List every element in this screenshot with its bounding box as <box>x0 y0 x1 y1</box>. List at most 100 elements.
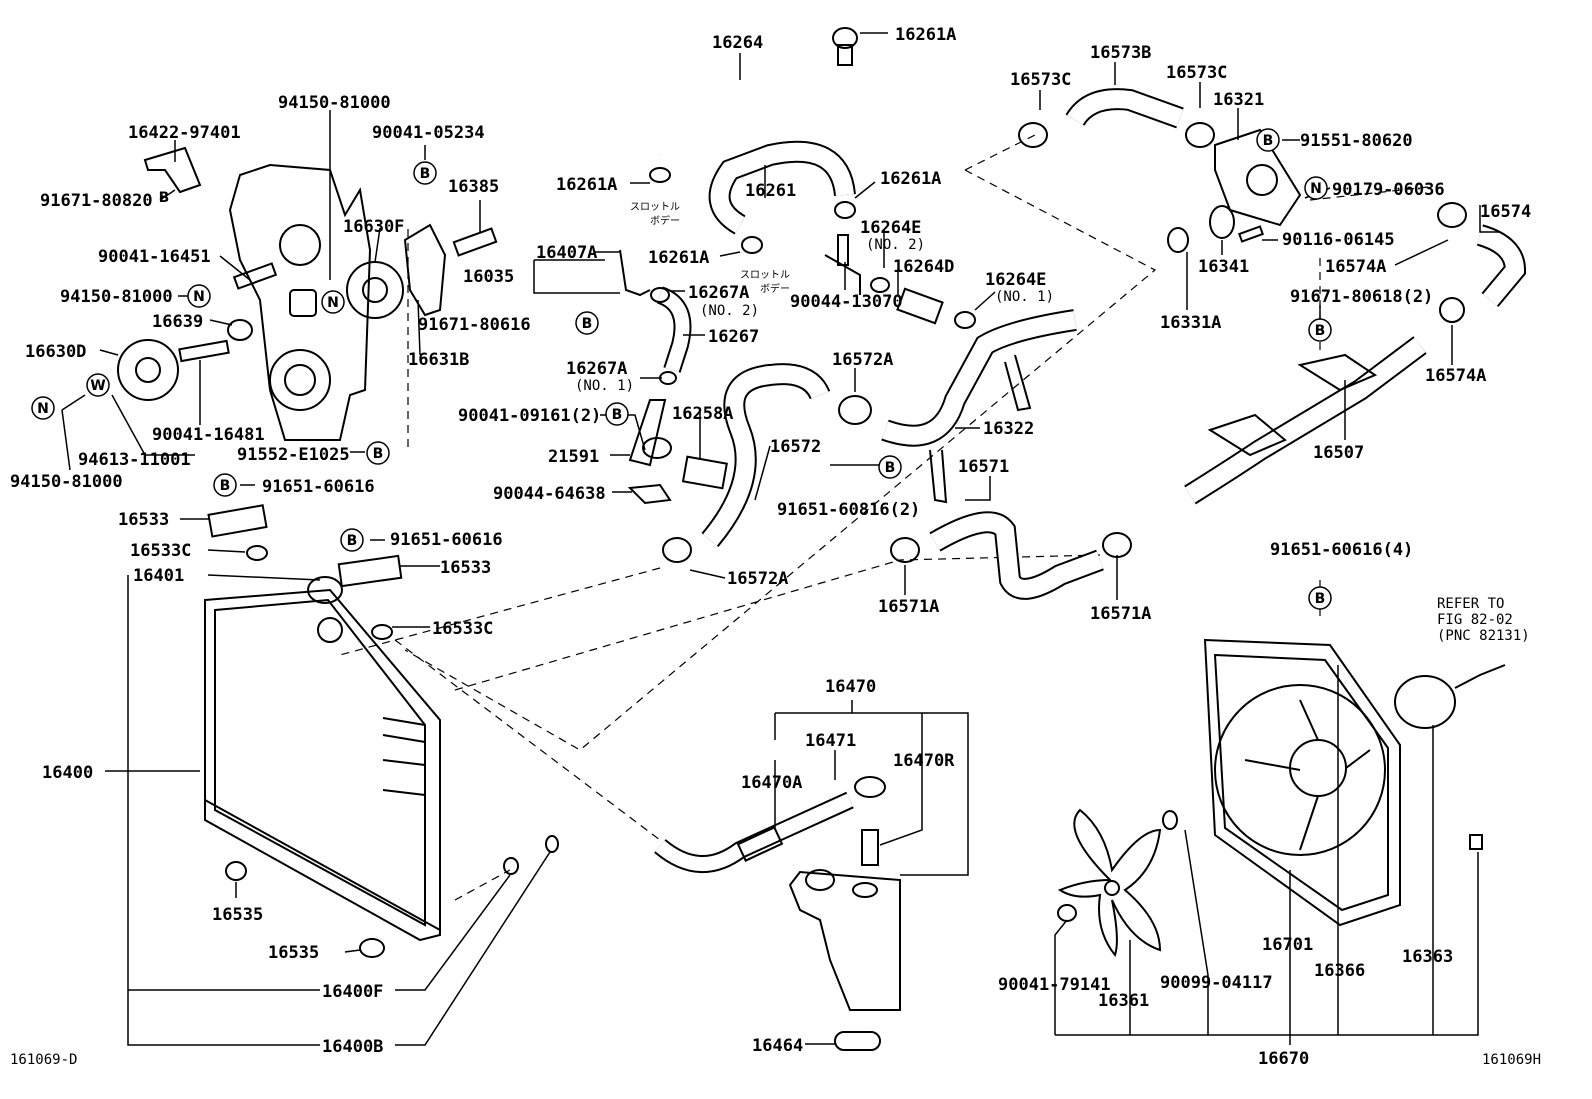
throttle-body-note-1: スロットル <box>630 202 680 213</box>
label-91551-80620: 91551-80620 <box>1300 131 1413 151</box>
svg-text:B: B <box>1315 323 1326 339</box>
label-16533-left: 16533 <box>118 510 169 530</box>
svg-text:N: N <box>193 289 205 305</box>
label-16470: 16470 <box>825 677 876 697</box>
label-16507: 16507 <box>1313 443 1364 463</box>
label-91651-60616-b: 91651-60616 <box>390 530 503 550</box>
label-94150-81000-bottom: 94150-81000 <box>10 472 123 492</box>
label-16630D: 16630D <box>25 342 86 362</box>
hose-16267 <box>619 249 728 505</box>
label-16321: 16321 <box>1213 90 1264 110</box>
marker-b-91651-60616-a: B <box>213 473 237 497</box>
label-16400B: 16400B <box>322 1037 383 1057</box>
label-91651-60616-a: 91651-60616 <box>262 477 375 497</box>
pipe-16507 <box>1184 336 1427 505</box>
label-91651-60816: 91651-60816(2) <box>777 500 920 520</box>
part-labels: 16264 16261A 16261A スロットル ボデー 16261 1626… <box>10 25 1541 1069</box>
label-90041-79141: 90041-79141 <box>998 975 1111 995</box>
label-16035: 16035 <box>463 267 514 287</box>
label-16533C-left: 16533C <box>130 541 191 561</box>
label-16422-97401: 16422-97401 <box>128 123 241 143</box>
throttle-body-pipes <box>824 234 976 329</box>
label-16331A: 16331A <box>1160 313 1221 333</box>
label-16385: 16385 <box>448 177 499 197</box>
label-16261A-right: 16261A <box>880 169 941 189</box>
throttle-body-note-1b: ボデー <box>650 214 680 227</box>
hose-16264 <box>644 27 858 183</box>
label-90041-16451: 90041-16451 <box>98 247 211 267</box>
label-16574A-bottom: 16574A <box>1425 366 1486 386</box>
label-91671-80618: 91671-80618(2) <box>1290 287 1433 307</box>
svg-text:B: B <box>420 166 431 182</box>
label-94613-11001: 94613-11001 <box>78 450 191 470</box>
label-16630F: 16630F <box>343 217 404 237</box>
throttle-body-note-2: スロットル <box>740 270 790 281</box>
label-91671-80820: 91671-80820 <box>40 191 153 211</box>
hose-16261 <box>708 140 856 254</box>
marker-n-90179-06036: N <box>1304 176 1328 200</box>
svg-text:B: B <box>347 533 358 549</box>
label-16261A-left: 16261A <box>556 175 617 195</box>
label-91671-80616: 91671-80616 <box>418 315 531 335</box>
refer-note-line-3: (PNC 82131) <box>1437 628 1530 644</box>
label-16264E-no2: 16264E <box>860 218 921 238</box>
label-90116-06145: 90116-06145 <box>1282 230 1395 250</box>
label-16366: 16366 <box>1314 961 1365 981</box>
label-16361: 16361 <box>1098 991 1149 1011</box>
svg-text:N: N <box>37 401 49 417</box>
label-16471: 16471 <box>805 731 856 751</box>
pipe-16322 <box>881 309 1077 504</box>
label-16267: 16267 <box>708 327 759 347</box>
marker-b-90041-05234: B <box>413 161 437 185</box>
label-16258A: 16258A <box>672 404 733 424</box>
svg-text:B: B <box>1315 591 1326 607</box>
marker-b-91552-e1025: B <box>366 441 390 465</box>
label-16363: 16363 <box>1402 947 1453 967</box>
label-16571A-left: 16571A <box>878 597 939 617</box>
label-16407A: 16407A <box>536 243 597 263</box>
marker-w-94613-11001: W <box>86 373 110 397</box>
label-no2-a: (NO. 2) <box>866 237 925 253</box>
label-16261: 16261 <box>745 181 796 201</box>
circled-markers: B B B B B B B B B B N N N N W <box>31 128 1332 610</box>
label-16571: 16571 <box>958 457 1009 477</box>
svg-text:B: B <box>885 460 896 476</box>
label-16670: 16670 <box>1258 1049 1309 1069</box>
label-16533C-right: 16533C <box>432 619 493 639</box>
hose-16572 <box>662 363 872 563</box>
label-16470R: 16470R <box>893 751 955 771</box>
svg-text:N: N <box>327 295 339 311</box>
label-16264D: 16264D <box>893 257 954 277</box>
label-16267A-no2: 16267A <box>688 283 749 303</box>
label-16464: 16464 <box>752 1036 803 1056</box>
label-16573C-right: 16573C <box>1166 63 1227 83</box>
label-16400F: 16400F <box>322 982 383 1002</box>
marker-b-91671-80616: B <box>575 311 599 335</box>
label-16572A-top: 16572A <box>832 350 893 370</box>
label-16267A-no1: 16267A <box>566 359 627 379</box>
svg-text:W: W <box>90 378 105 394</box>
label-90041-16481: 90041-16481 <box>152 425 265 445</box>
label-16400: 16400 <box>42 763 93 783</box>
label-90041-09161: 90041-09161(2) <box>458 406 601 426</box>
label-16341: 16341 <box>1198 257 1249 277</box>
marker-b-91651-60616-4: B <box>1308 586 1332 610</box>
throttle-body-note-2b: ボデー <box>760 282 790 295</box>
refer-note-line-1: REFER TO <box>1437 596 1504 612</box>
label-16639: 16639 <box>152 312 203 332</box>
label-no2-b: (NO. 2) <box>700 303 759 319</box>
label-16571A-right: 16571A <box>1090 604 1151 624</box>
fan-shroud-16701 <box>1057 638 1506 958</box>
svg-text:B: B <box>373 446 384 462</box>
marker-b-91671-80618: B <box>1308 318 1332 342</box>
label-16322: 16322 <box>983 419 1034 439</box>
reservoir-16470 <box>654 776 901 1051</box>
marker-n-94150-81000-bot: N <box>31 396 55 420</box>
label-94150-81000-mid: 94150-81000 <box>60 287 173 307</box>
figure-code-left: 161069-D <box>10 1052 77 1068</box>
label-16470A: 16470A <box>741 773 802 793</box>
label-16535-b: 16535 <box>268 943 319 963</box>
label-16264E-no1: 16264E <box>985 270 1046 290</box>
marker-b-91651-60816: B <box>878 455 902 479</box>
label-16572A-bottom: 16572A <box>727 569 788 589</box>
